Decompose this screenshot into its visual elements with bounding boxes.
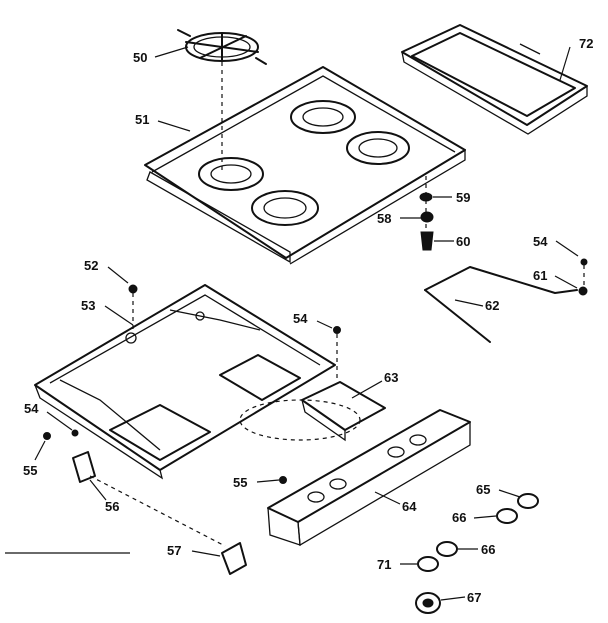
part-71-knob — [417, 556, 439, 572]
callout-54-right: 54 — [533, 234, 548, 249]
callout-72: 72 — [579, 36, 593, 51]
bracket-leader — [89, 475, 226, 547]
part-56-bracket — [72, 451, 96, 483]
callout-52: 52 — [84, 258, 98, 273]
callout-64: 64 — [402, 499, 417, 514]
callout-54-center: 54 — [293, 311, 308, 326]
part-52-screw — [128, 284, 138, 294]
part-60-stud — [420, 231, 434, 251]
part-62-rod — [424, 266, 578, 343]
callout-53: 53 — [81, 298, 95, 313]
part-67-knob — [415, 592, 441, 614]
part-55-screw-center — [279, 476, 287, 484]
part-57-cap — [221, 542, 247, 575]
part-66-knob-lower — [436, 541, 458, 557]
callout-56: 56 — [105, 499, 119, 514]
callout-50: 50 — [133, 50, 147, 65]
part-58-nut — [420, 211, 434, 223]
callout-55-center: 55 — [233, 475, 247, 490]
callout-60: 60 — [456, 234, 470, 249]
callout-59: 59 — [456, 190, 470, 205]
callout-71: 71 — [377, 557, 391, 572]
burner-outline — [239, 399, 361, 441]
callout-57: 57 — [167, 543, 181, 558]
part-65-knob — [517, 493, 539, 509]
callout-66-lower: 66 — [481, 542, 495, 557]
callout-61: 61 — [533, 268, 547, 283]
callout-51: 51 — [135, 112, 149, 127]
part-66-knob-upper — [496, 508, 518, 524]
part-72-cover — [401, 24, 588, 135]
callout-62: 62 — [485, 298, 499, 313]
part-53-burner-box — [34, 284, 336, 480]
callout-67: 67 — [467, 590, 481, 605]
callout-54-left: 54 — [24, 401, 39, 416]
part-54-screw-left — [71, 429, 79, 437]
part-51-cooktop — [144, 66, 466, 265]
callout-55-left: 55 — [23, 463, 37, 478]
part-55-screw-left — [43, 432, 51, 440]
callout-63: 63 — [384, 370, 398, 385]
part-61-clip — [578, 286, 588, 296]
part-50-grate — [177, 29, 267, 65]
part-63-bracket — [301, 381, 386, 442]
callout-65: 65 — [476, 482, 490, 497]
part-54-screw-right — [580, 258, 588, 266]
part-64-manifold-panel — [267, 409, 471, 547]
callout-66-upper: 66 — [452, 510, 466, 525]
callout-58: 58 — [377, 211, 391, 226]
part-54-screw-center — [333, 326, 341, 334]
